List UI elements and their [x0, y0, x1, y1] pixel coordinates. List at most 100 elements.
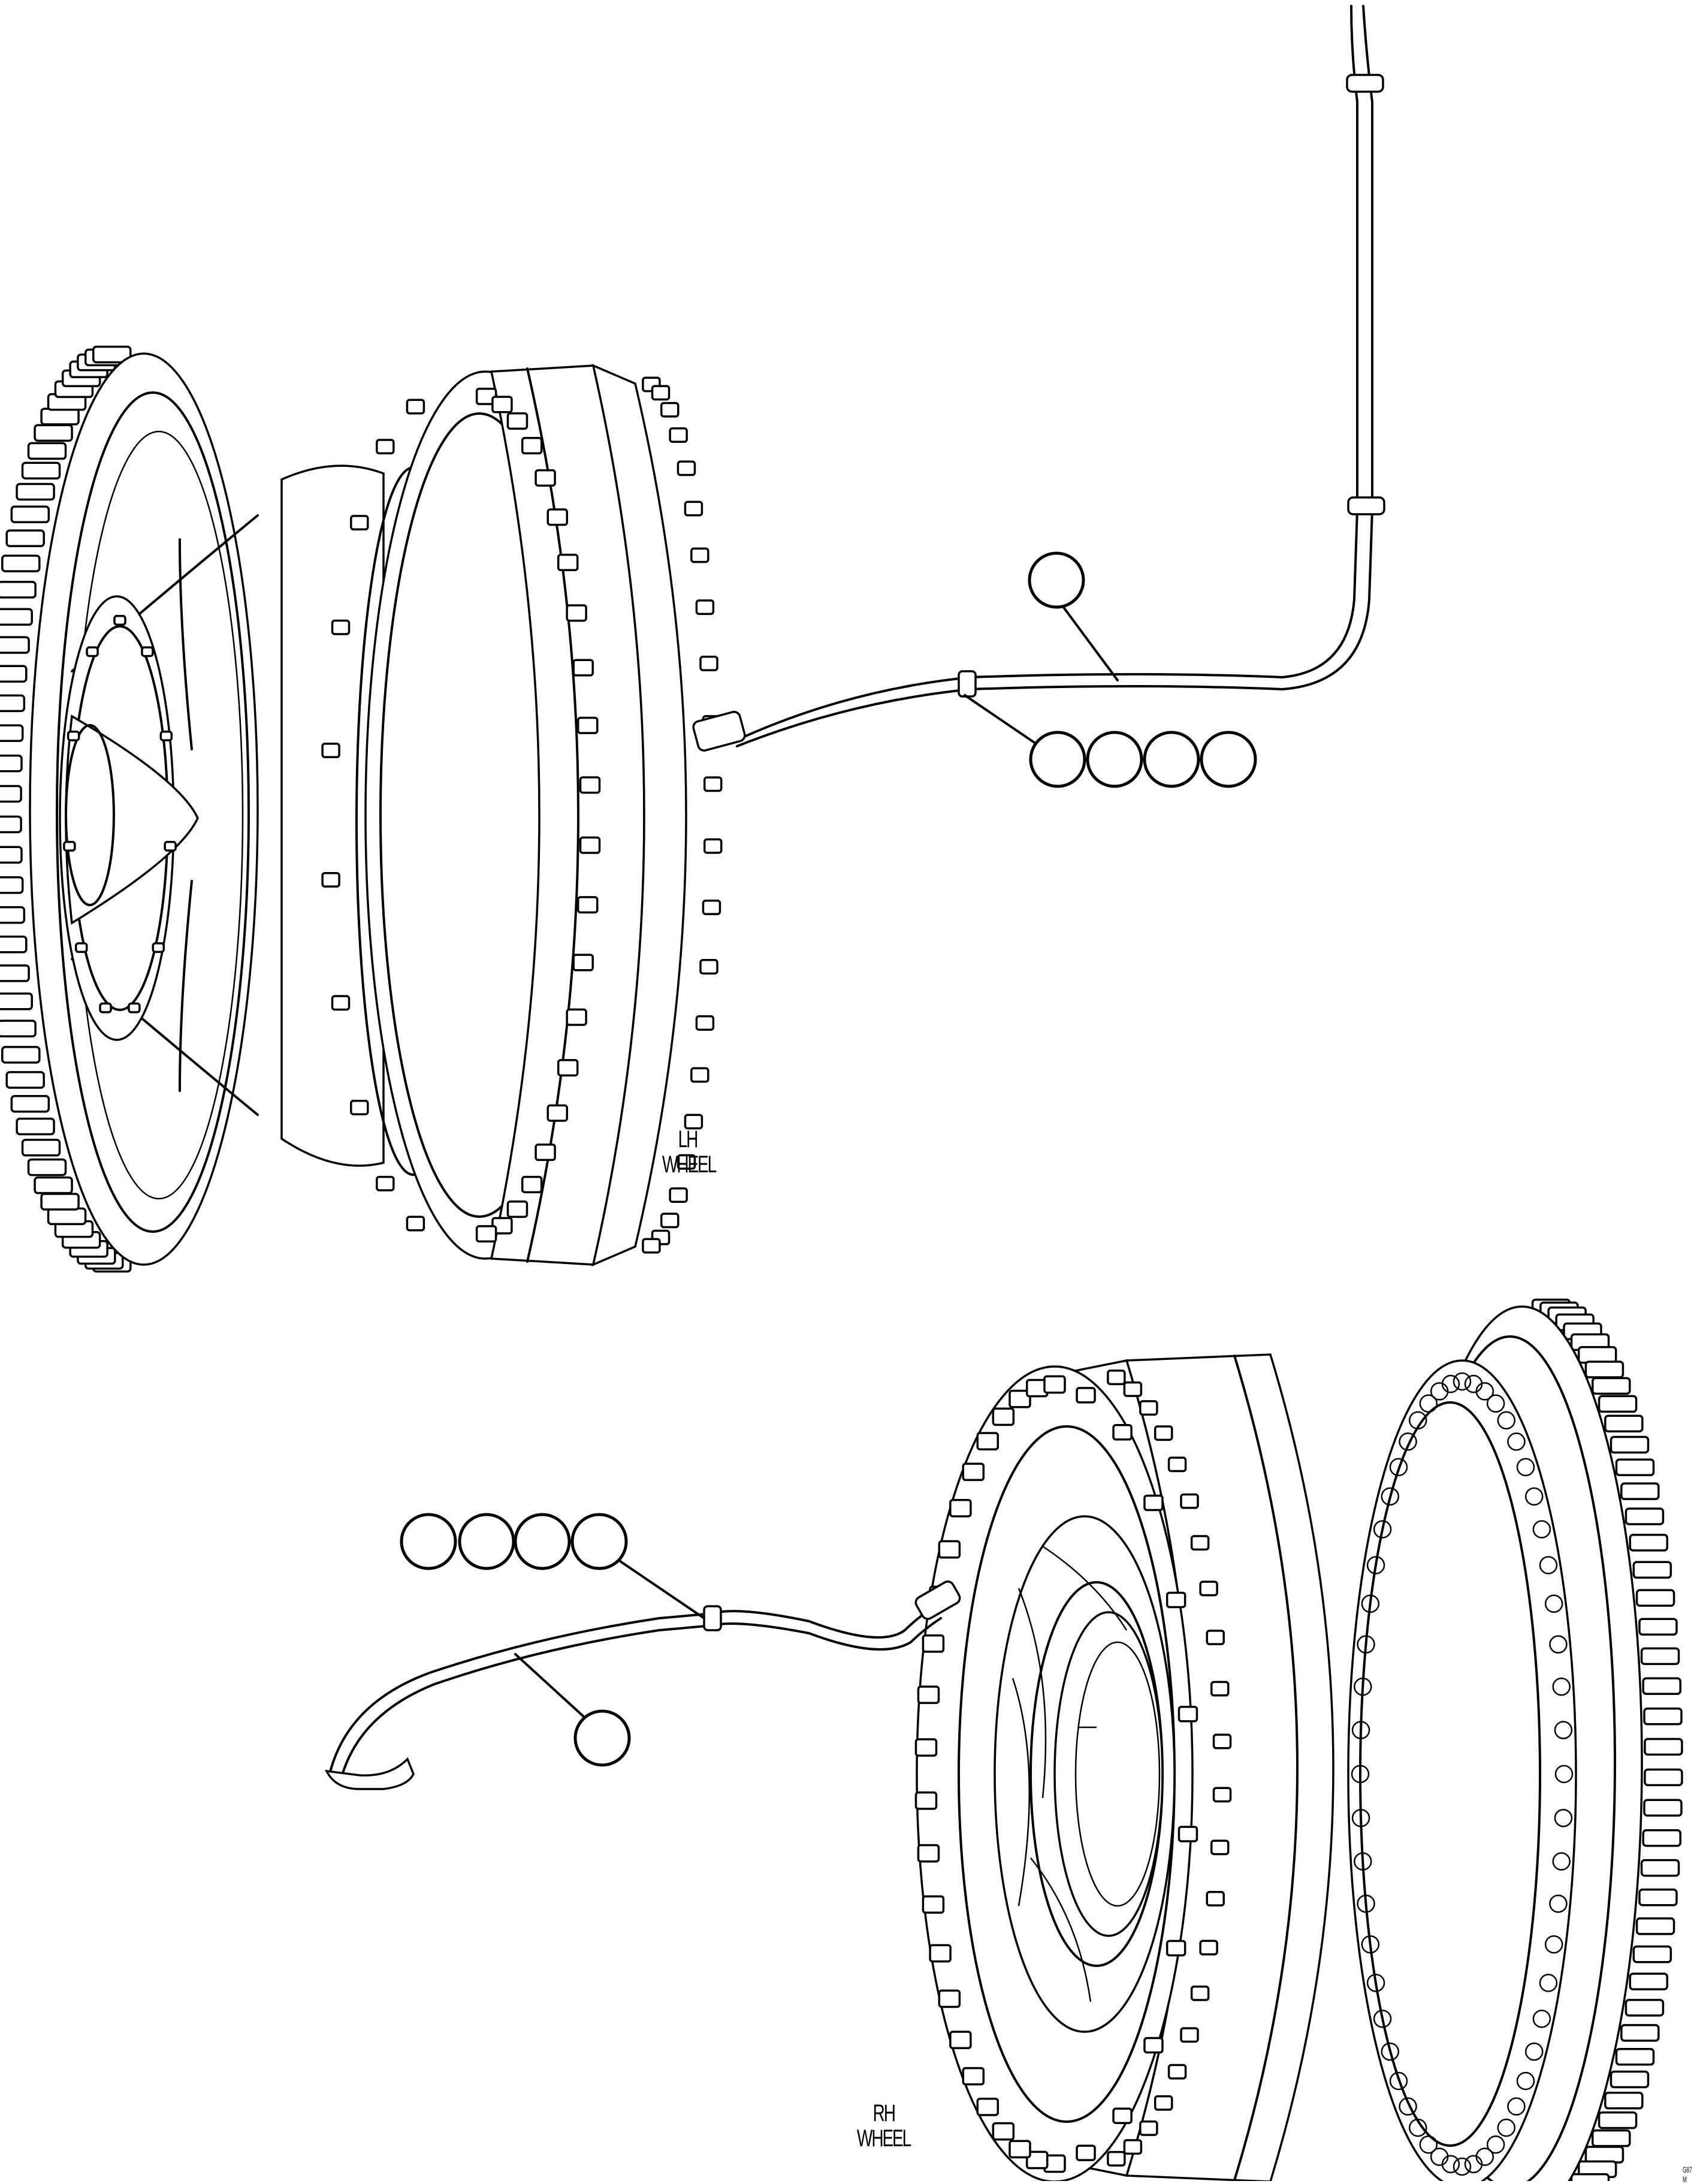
housing-bolt: [1112, 1424, 1133, 1441]
stud: [1604, 1414, 1644, 1432]
bearing-ball: [1516, 2071, 1535, 2091]
bearing-ball: [1399, 1432, 1417, 1451]
stud: [1598, 1395, 1638, 1413]
brake-bolt: [1210, 1839, 1230, 1856]
stud: [40, 408, 80, 426]
brake-bolt: [1154, 2095, 1173, 2111]
stud: [1644, 1768, 1683, 1787]
stud: [0, 636, 30, 654]
lh-wheel-label-line2: WHEEL: [662, 1151, 717, 1178]
bearing-ball: [1497, 1411, 1516, 1430]
lh-housing-bolts: [321, 387, 601, 1243]
stud: [1638, 1618, 1678, 1636]
bearing-ball: [1507, 2097, 1526, 2116]
stud: [1570, 2173, 1610, 2181]
stud: [1632, 1561, 1672, 1579]
bearing-ball: [1361, 1594, 1380, 1613]
stud: [16, 482, 55, 501]
stud: [16, 1117, 55, 1136]
lh-hose-fitting: [692, 710, 746, 752]
housing-bolt: [1076, 1387, 1096, 1404]
housing-bolt: [521, 437, 543, 455]
hub-bolt: [67, 730, 80, 741]
bearing-ball: [1497, 2118, 1516, 2137]
brake-bolt: [1154, 1425, 1173, 1441]
stud: [1604, 2092, 1644, 2110]
housing-bolt: [1008, 2140, 1031, 2159]
lh-hose-clamp-lower: [958, 670, 977, 698]
stud: [1642, 1829, 1681, 1847]
stud: [1629, 1534, 1669, 1552]
stud: [1620, 2024, 1660, 2042]
brake-bolt: [1212, 1787, 1232, 1803]
bearing-ball: [1475, 1382, 1494, 1401]
housing-bolt: [992, 1407, 1015, 1426]
rh-wheel-label-line1: RH: [872, 2100, 896, 2126]
rh-hose-clamp: [703, 1605, 722, 1631]
stud: [0, 724, 24, 743]
bearing-ball: [1389, 2071, 1408, 2091]
housing-bolt: [535, 469, 556, 487]
brake-bolt: [690, 1067, 709, 1083]
stud: [0, 846, 23, 864]
stud: [1638, 1889, 1678, 1907]
rh-hose-end: [324, 1757, 415, 1790]
housing-bolt: [1143, 1494, 1164, 1512]
stud: [1629, 1972, 1669, 1990]
bearing-ball: [1389, 1458, 1408, 1477]
rh-hose-callout-balloon: [573, 1709, 631, 1767]
bearing-ball: [1351, 1764, 1370, 1784]
stud: [1620, 1482, 1660, 1500]
housing-bolt: [506, 412, 529, 430]
bearing-ball: [1552, 1852, 1571, 1871]
stud: [1592, 1377, 1631, 1395]
housing-bolt: [546, 508, 568, 526]
stud: [1625, 1999, 1665, 2017]
housing-bolt: [949, 1498, 972, 1518]
stud: [0, 754, 23, 773]
stud: [1635, 1589, 1675, 1607]
rh-bore-vanes: [1011, 1545, 1128, 2002]
rh-wheel-label: RH WHEEL: [857, 2100, 911, 2151]
brake-bolt: [699, 959, 718, 975]
stud: [27, 1158, 67, 1177]
brake-bolt: [1206, 1630, 1225, 1645]
stud: [47, 1207, 87, 1226]
hub-bolt: [152, 942, 165, 954]
bearing-ball: [1354, 1852, 1372, 1871]
housing-bolt: [376, 1175, 395, 1191]
lh-brake-hose: [692, 5, 1385, 758]
lh-wheel-label: LH WHEEL: [662, 1127, 717, 1178]
housing-bolt: [1177, 1826, 1198, 1842]
brake-bolt: [1123, 2139, 1143, 2155]
lh-brake-stack: [591, 364, 687, 1266]
bearing-ball: [1464, 2155, 1483, 2174]
bearing-ball: [1554, 1721, 1573, 1739]
hub-bolt: [113, 615, 126, 626]
bearing-ball: [1507, 1432, 1526, 1451]
bearing-ball: [1408, 1411, 1427, 1430]
housing-bolt: [579, 836, 601, 854]
stud: [5, 529, 45, 547]
brake-bolt: [702, 899, 721, 915]
stud: [1640, 1647, 1680, 1666]
bearing-ball: [1524, 2042, 1544, 2061]
brake-bolt: [684, 1114, 703, 1130]
stud: [1, 554, 41, 572]
housing-bolt: [376, 439, 395, 455]
housing-bolt: [546, 1104, 568, 1122]
housing-bolt: [331, 619, 351, 635]
housing-bolt: [1165, 1591, 1186, 1609]
rh-brake-hose: [324, 1560, 961, 1790]
stud: [0, 992, 33, 1010]
stud: [0, 694, 26, 713]
housing-bolt: [962, 2067, 985, 2086]
rh-clamp-callout-balloons: [400, 1513, 628, 1570]
stud: [1642, 1677, 1681, 1696]
housing-bolt: [350, 1099, 369, 1115]
brake-bolt: [660, 402, 680, 418]
brake-bolt: [1199, 1580, 1218, 1597]
brake-bolt: [1199, 1939, 1218, 1956]
housing-bolt: [557, 553, 579, 572]
stud: [0, 964, 30, 982]
